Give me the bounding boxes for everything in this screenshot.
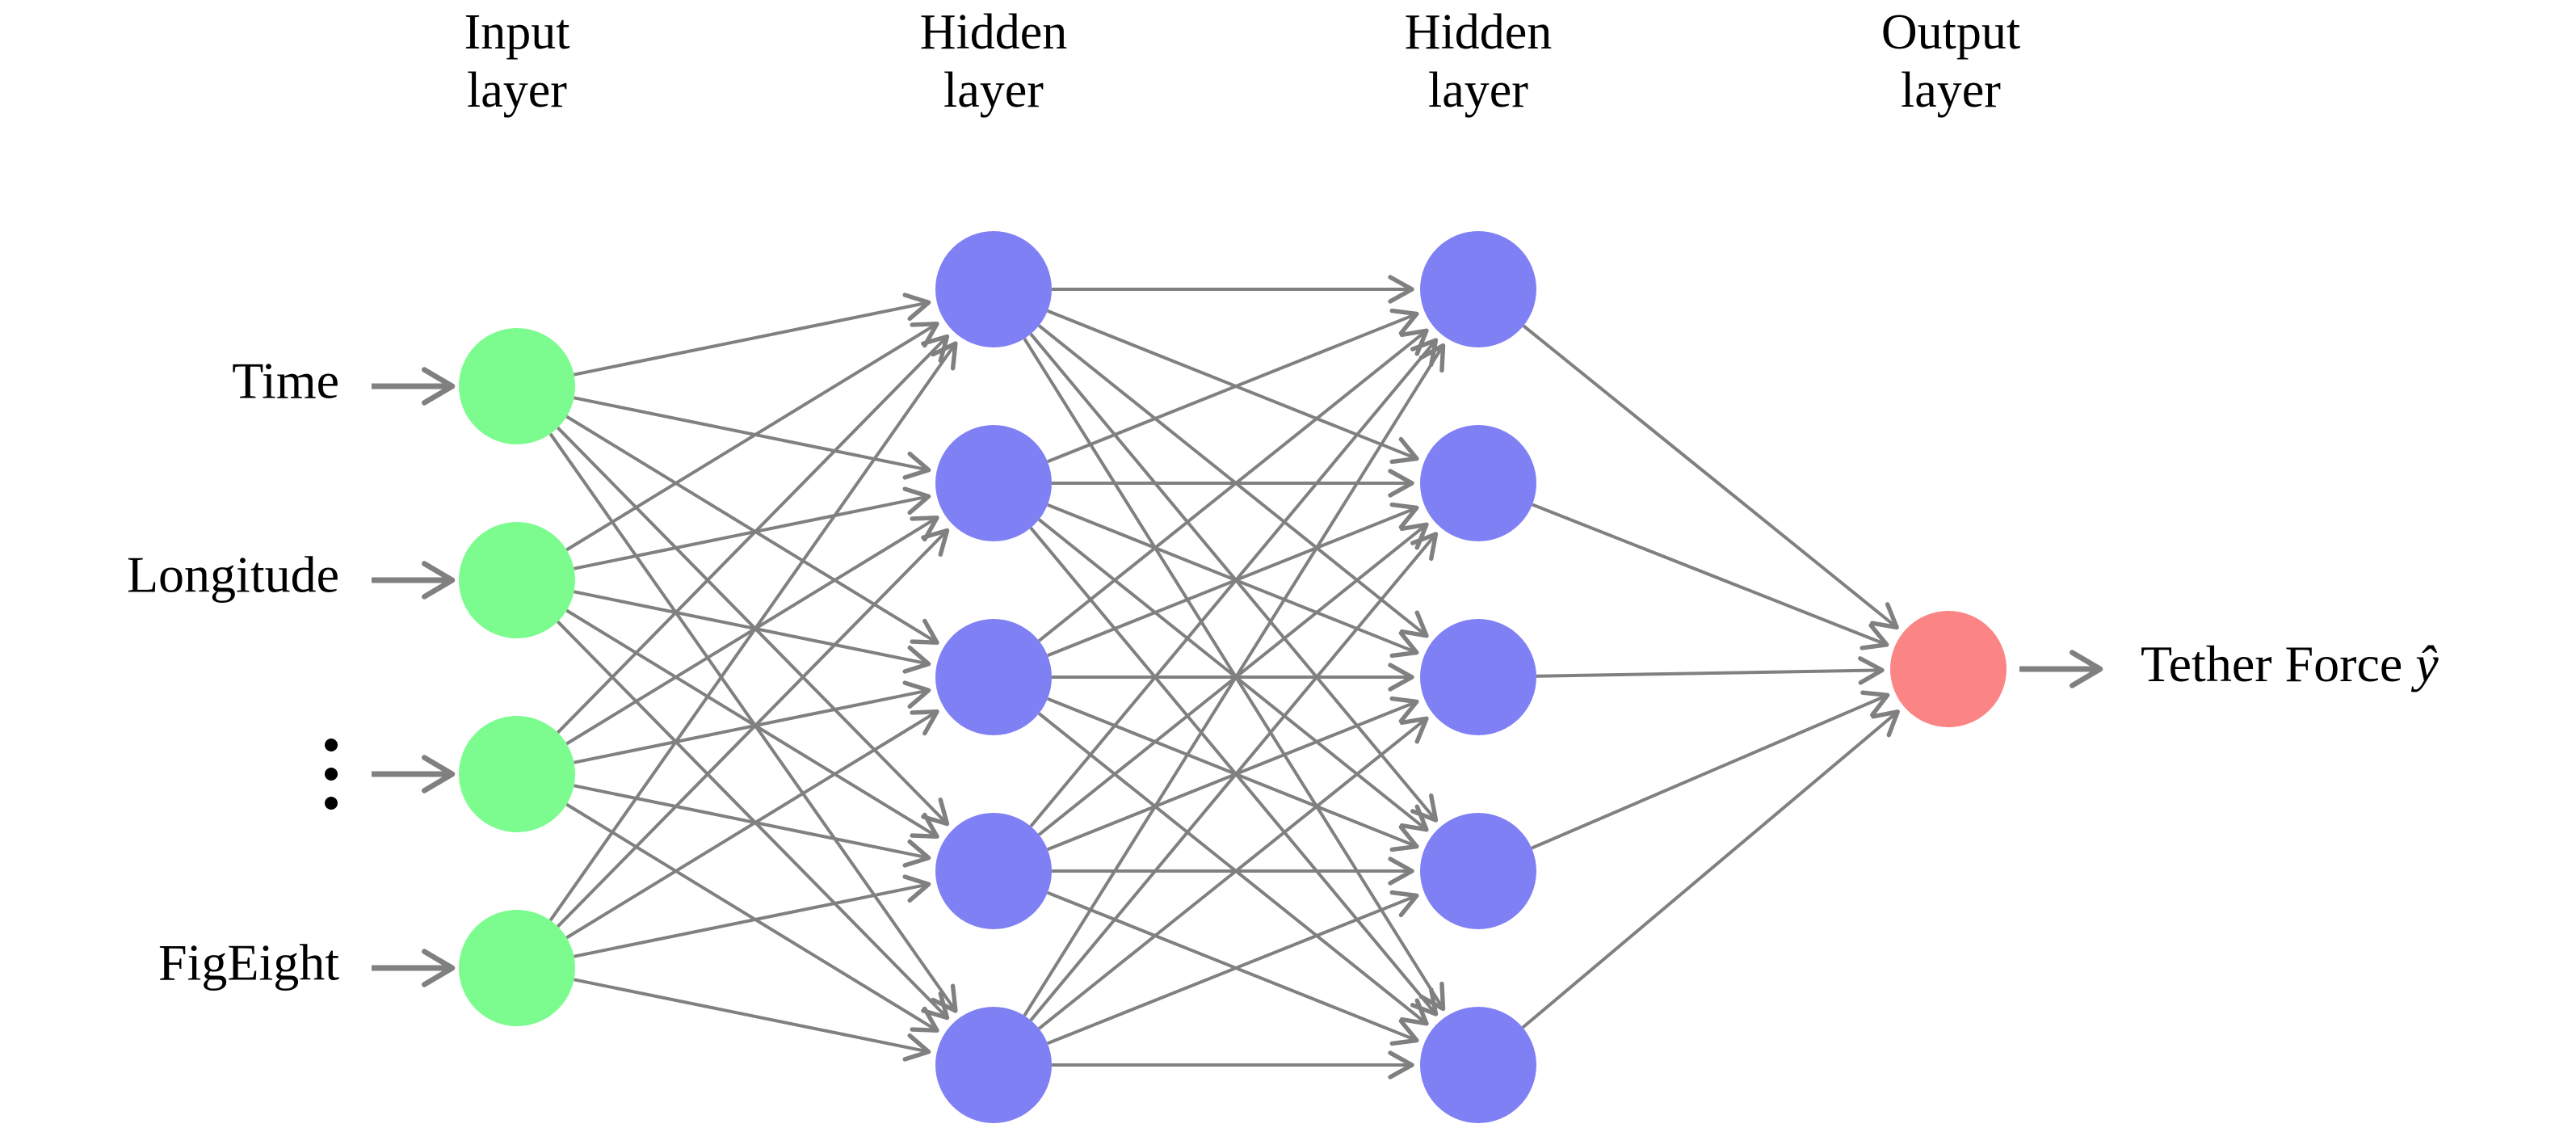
edge-input-3-to-hidden1-3 bbox=[574, 874, 931, 958]
hidden-layer-1-node-1[interactable] bbox=[935, 231, 1052, 347]
input-label-ellipsis-dot-1 bbox=[325, 739, 338, 751]
input-label-1: Time bbox=[232, 352, 339, 410]
edge-hidden1-2-to-hidden2-4 bbox=[1037, 712, 1429, 1026]
edge-input-1-to-hidden1-3 bbox=[565, 608, 939, 839]
hidden-layer-2-node-3[interactable] bbox=[1420, 619, 1536, 735]
input-layer-title-line2: layer bbox=[467, 63, 567, 118]
edge-hidden1-0-to-hidden2-1 bbox=[1047, 309, 1419, 465]
edge-hidden1-4-to-hidden2-3 bbox=[1047, 890, 1419, 1046]
layer-titles-group: InputlayerHiddenlayerHiddenlayerOutputla… bbox=[464, 5, 2021, 118]
edge-hidden1-1-to-hidden2-0 bbox=[1047, 308, 1419, 464]
edge-input-2-to-hidden1-3 bbox=[574, 784, 931, 868]
edge-hidden1-0-to-hidden2-3 bbox=[1029, 333, 1439, 823]
edge-hidden2-3-to-output-0 bbox=[1531, 690, 1890, 850]
input-layer-node-3[interactable] bbox=[459, 716, 575, 832]
hidden-layer-2-node-2[interactable] bbox=[1420, 425, 1536, 541]
edge-hidden1-2-to-hidden2-1 bbox=[1047, 502, 1419, 658]
input-layer-title-line1: Input bbox=[464, 5, 570, 60]
edge-input-3-to-hidden1-0 bbox=[548, 341, 958, 922]
output-label-symbol: ŷ bbox=[2410, 635, 2439, 692]
hidden-layer-2-node-4[interactable] bbox=[1420, 813, 1536, 929]
output-label: Tether Force ŷ bbox=[2141, 635, 2439, 692]
edge-input-1-to-hidden1-4 bbox=[557, 620, 950, 1021]
edge-input-1-to-hidden1-2 bbox=[574, 590, 931, 674]
hidden-layer-2-title-line2: layer bbox=[1428, 63, 1528, 118]
edge-input-2-to-hidden1-2 bbox=[574, 680, 931, 764]
input-layer-node-2[interactable] bbox=[459, 522, 575, 638]
edge-hidden2-4-to-output-0 bbox=[1521, 709, 1900, 1029]
edge-hidden1-1-to-hidden2-4 bbox=[1029, 527, 1439, 1016]
input-label-4: FigEight bbox=[158, 934, 339, 991]
edge-input-3-to-hidden1-2 bbox=[565, 709, 939, 940]
edge-input-0-to-hidden1-0 bbox=[574, 293, 931, 377]
output-layer-title-line2: layer bbox=[1901, 63, 2001, 118]
edge-hidden1-4-to-hidden2-0 bbox=[1023, 343, 1446, 1017]
edge-hidden1-2-to-hidden2-3 bbox=[1047, 697, 1419, 852]
input-label-2: Longitude bbox=[127, 546, 339, 604]
edge-hidden1-0-to-hidden2-2 bbox=[1037, 324, 1429, 638]
input-layer-node-1[interactable] bbox=[459, 328, 575, 444]
edge-hidden2-1-to-output-0 bbox=[1532, 503, 1889, 650]
edge-input-0-to-hidden1-3 bbox=[557, 426, 950, 827]
edge-hidden1-2-to-hidden2-0 bbox=[1037, 328, 1429, 642]
edge-hidden1-1-to-hidden2-2 bbox=[1047, 503, 1419, 659]
hidden-layer-1-node-3[interactable] bbox=[935, 619, 1052, 735]
edge-hidden1-4-to-hidden2-1 bbox=[1029, 532, 1439, 1021]
hidden-layer-1-title-line1: Hidden bbox=[920, 5, 1068, 60]
hidden-layer-2-title-line1: Hidden bbox=[1405, 5, 1553, 60]
hidden-layer-1-node-5[interactable] bbox=[935, 1007, 1052, 1123]
neuron-nodes-group bbox=[459, 231, 2007, 1123]
edge-hidden1-3-to-hidden2-4 bbox=[1047, 890, 1419, 1046]
edge-input-0-to-hidden1-1 bbox=[574, 396, 931, 480]
input-label-ellipsis-dot-3 bbox=[325, 797, 338, 810]
edge-hidden1-4-to-hidden2-2 bbox=[1037, 716, 1429, 1030]
hidden-layer-1-node-4[interactable] bbox=[935, 813, 1052, 929]
output-layer-node-1[interactable] bbox=[1890, 611, 2007, 727]
hidden-layer-1-node-2[interactable] bbox=[935, 425, 1052, 541]
output-label-text: Tether Force bbox=[2141, 635, 2415, 692]
input-label-ellipsis-dot-2 bbox=[325, 768, 338, 781]
input-layer-node-4[interactable] bbox=[459, 910, 575, 1026]
edge-input-1-to-hidden1-1 bbox=[574, 486, 931, 570]
hidden-layer-2-node-5[interactable] bbox=[1420, 1007, 1536, 1123]
edge-hidden1-3-to-hidden2-0 bbox=[1029, 338, 1439, 827]
edge-input-3-to-hidden1-1 bbox=[557, 528, 950, 928]
edge-hidden1-1-to-hidden2-3 bbox=[1037, 518, 1429, 832]
edge-input-1-to-hidden1-0 bbox=[565, 322, 939, 552]
connection-edges-group bbox=[548, 275, 1900, 1080]
io-arrows-group bbox=[372, 367, 2103, 987]
output-layer-title-line1: Output bbox=[1881, 5, 2020, 60]
edge-hidden1-3-to-hidden2-2 bbox=[1047, 696, 1419, 852]
hidden-layer-2-node-1[interactable] bbox=[1420, 231, 1536, 347]
edge-hidden2-0-to-output-0 bbox=[1522, 324, 1899, 630]
edge-hidden2-2-to-output-0 bbox=[1536, 656, 1885, 685]
hidden-layer-1-title-line2: layer bbox=[943, 63, 1044, 118]
edge-input-2-to-hidden1-0 bbox=[557, 334, 950, 734]
edge-input-3-to-hidden1-4 bbox=[574, 978, 931, 1062]
edge-input-2-to-hidden1-4 bbox=[565, 802, 939, 1033]
